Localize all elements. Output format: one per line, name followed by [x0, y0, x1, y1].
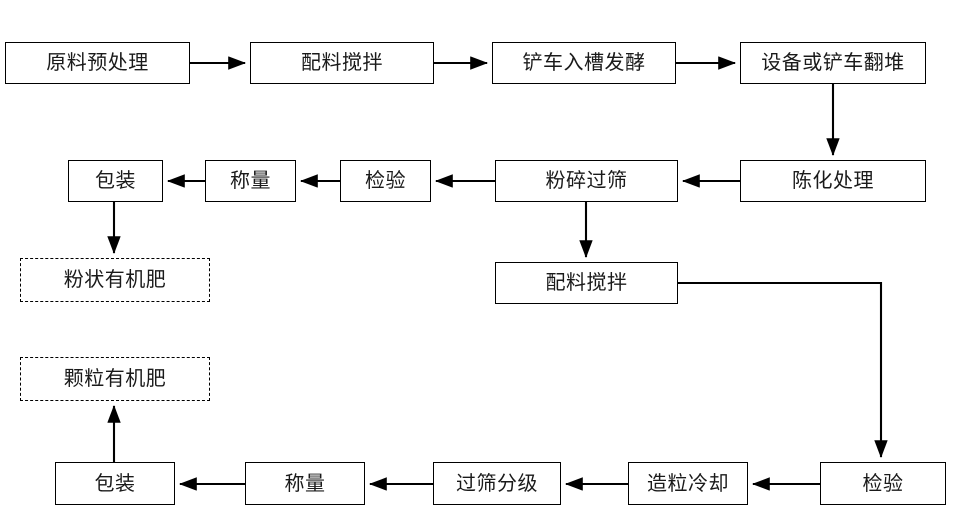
flow-node-n9[interactable]: 包装: [68, 160, 163, 202]
flow-node-label: 检验: [365, 170, 406, 192]
flow-node-n2[interactable]: 配料搅拌: [250, 42, 434, 84]
flow-node-n6[interactable]: 粉碎过筛: [495, 160, 678, 202]
flow-node-label: 粉碎过筛: [545, 170, 628, 192]
flow-node-n10[interactable]: 粉状有机肥: [20, 258, 210, 302]
flow-node-n1[interactable]: 原料预处理: [5, 42, 190, 84]
flow-edge-n11-to-n17: [678, 281, 888, 459]
flow-node-label: 铲车入槽发酵: [522, 52, 646, 74]
flow-node-n12[interactable]: 颗粒有机肥: [20, 357, 210, 401]
flow-node-n5[interactable]: 陈化处理: [740, 160, 926, 202]
flow-node-n16[interactable]: 造粒冷却: [628, 462, 748, 505]
flow-node-label: 包装: [94, 472, 136, 495]
flow-node-label: 陈化处理: [792, 170, 874, 192]
flow-node-label: 检验: [862, 472, 904, 495]
flow-node-n15[interactable]: 过筛分级: [433, 462, 561, 505]
flow-node-label: 称量: [230, 170, 271, 192]
flow-node-label: 过筛分级: [456, 472, 538, 495]
flow-node-label: 造粒冷却: [647, 472, 729, 495]
flow-node-n8[interactable]: 称量: [205, 160, 296, 202]
flow-node-n13[interactable]: 包装: [55, 462, 175, 505]
flow-node-n4[interactable]: 设备或铲车翻堆: [740, 42, 926, 84]
flow-node-n11[interactable]: 配料搅拌: [495, 262, 678, 304]
flow-node-label: 粉状有机肥: [63, 269, 167, 291]
flow-node-label: 配料搅拌: [545, 272, 628, 294]
flow-node-n3[interactable]: 铲车入槽发酵: [492, 42, 676, 84]
flow-node-label: 原料预处理: [46, 52, 149, 74]
flow-node-n17[interactable]: 检验: [820, 462, 946, 505]
flow-node-label: 配料搅拌: [301, 52, 383, 74]
flow-node-n14[interactable]: 称量: [245, 462, 365, 505]
flow-node-label: 颗粒有机肥: [63, 368, 167, 390]
flow-node-label: 称量: [284, 472, 326, 495]
flow-node-n7[interactable]: 检验: [340, 160, 431, 202]
flow-node-label: 设备或铲车翻堆: [761, 52, 905, 74]
flow-node-label: 包装: [95, 170, 136, 192]
